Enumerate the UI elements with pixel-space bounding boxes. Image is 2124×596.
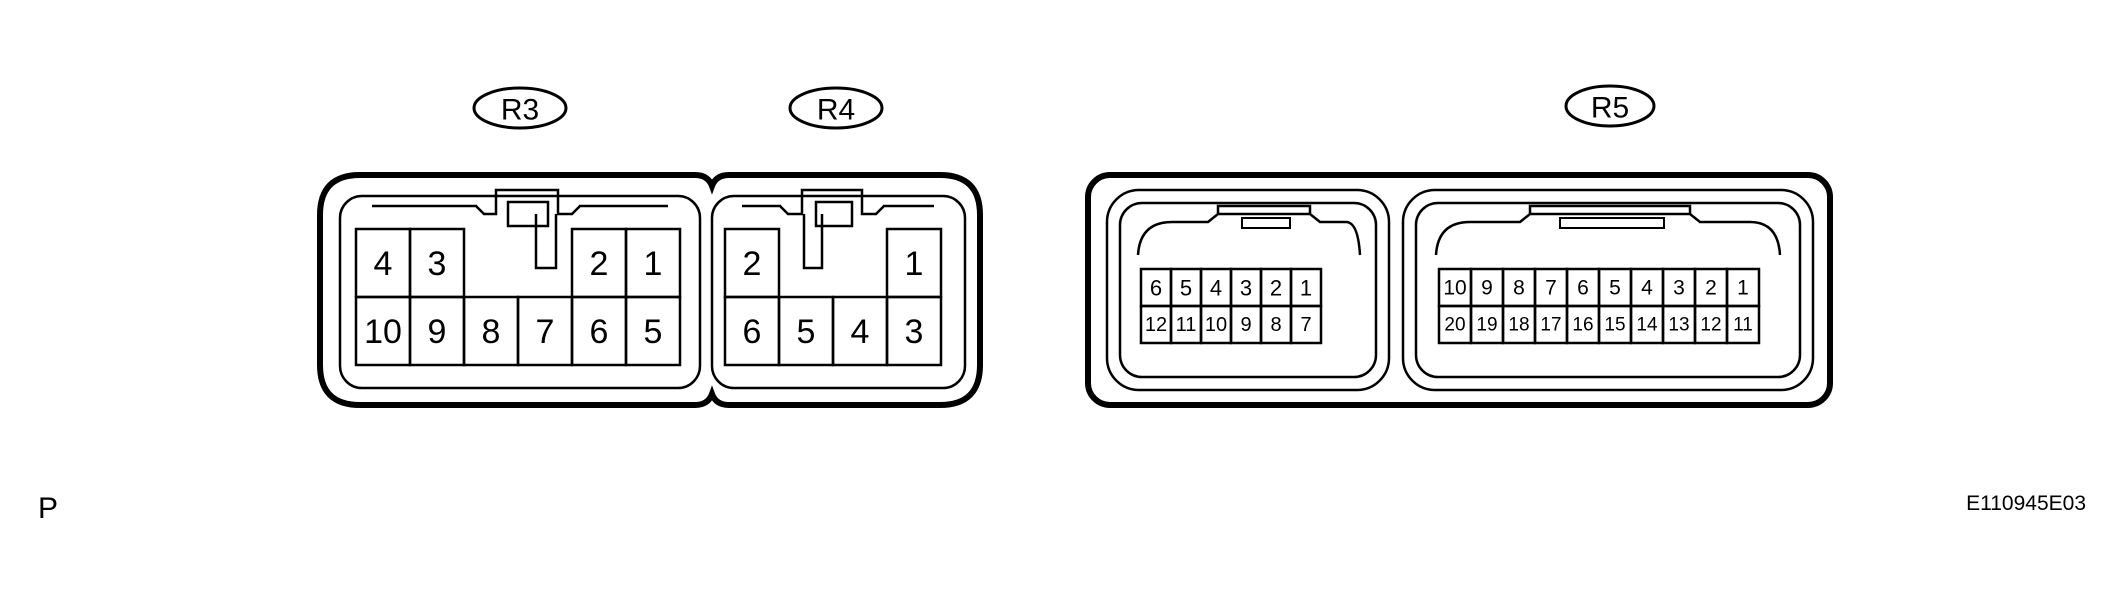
label-r3-text: R3 <box>501 94 539 127</box>
r4-pin-grid: 2 1 6 5 4 3 <box>723 227 943 367</box>
r3-pin: 9 <box>428 313 447 351</box>
r5b-pin: 6 <box>1577 277 1589 300</box>
r3-pin: 6 <box>590 313 609 351</box>
r5b-pin-grid: 10 9 8 7 6 5 4 3 2 1 20 19 18 17 16 15 1… <box>1437 267 1761 345</box>
r5b-pin: 14 <box>1636 315 1658 336</box>
r5b-pin: 4 <box>1641 277 1653 300</box>
r5b-pin: 13 <box>1668 315 1689 336</box>
r3-pin: 8 <box>482 313 501 351</box>
r5b-pin: 11 <box>1733 315 1753 336</box>
r3-pin: 4 <box>374 245 393 283</box>
view-mark: P <box>38 492 59 525</box>
r3-pin: 2 <box>590 245 609 283</box>
r5b-pin: 20 <box>1444 315 1465 336</box>
r5b-pin: 15 <box>1604 315 1625 336</box>
r4-pin: 4 <box>851 313 870 351</box>
r5a-pin: 8 <box>1270 314 1281 336</box>
r4-pin: 1 <box>905 245 924 283</box>
r3-r4-housing <box>317 172 983 408</box>
r5b-pin: 12 <box>1700 315 1721 336</box>
r5a-pin: 4 <box>1210 276 1222 301</box>
r5b-pin: 16 <box>1572 315 1593 336</box>
r3-pin: 3 <box>428 245 447 283</box>
r5b-pin: 3 <box>1673 277 1685 300</box>
label-r3: R3 <box>472 86 568 130</box>
r5a-pin: 3 <box>1240 276 1252 301</box>
label-r5: R5 <box>1564 84 1656 128</box>
r5a-pin: 1 <box>1300 276 1312 301</box>
r3-pin: 1 <box>644 245 663 283</box>
r5b-pin: 7 <box>1545 277 1557 300</box>
r5a-pin: 11 <box>1176 314 1197 336</box>
r4-pin: 5 <box>797 313 816 351</box>
r4-pin: 6 <box>743 313 762 351</box>
r3-pin-grid: 4 3 2 1 10 9 8 7 6 5 <box>354 227 682 367</box>
r5b-pin: 5 <box>1609 277 1621 300</box>
label-r4-text: R4 <box>817 94 855 127</box>
r5a-pin: 7 <box>1300 314 1311 336</box>
r3-pin: 7 <box>536 313 555 351</box>
r3-pin: 5 <box>644 313 663 351</box>
r5b-pin: 17 <box>1540 315 1561 336</box>
r5-housing <box>1085 172 1833 408</box>
r3-pin: 10 <box>364 313 402 351</box>
r5b-pin: 1 <box>1737 277 1749 300</box>
figure-code: E110945E03 <box>1966 492 2086 515</box>
r5a-pin: 6 <box>1150 276 1162 301</box>
r5a-pin: 12 <box>1145 314 1167 336</box>
r5a-pin: 5 <box>1180 276 1192 301</box>
r5a-pin-grid: 6 5 4 3 2 1 12 11 10 9 8 7 <box>1139 267 1323 345</box>
label-r5-text: R5 <box>1591 92 1629 125</box>
r5b-pin: 8 <box>1513 277 1525 300</box>
r5b-pin: 10 <box>1443 277 1466 300</box>
r5a-pin: 2 <box>1270 276 1282 301</box>
label-r4: R4 <box>788 86 884 130</box>
r5b-pin: 19 <box>1476 315 1497 336</box>
r5b-pin: 18 <box>1508 315 1529 336</box>
r5b-pin: 2 <box>1705 277 1717 300</box>
r5a-pin: 9 <box>1240 314 1251 336</box>
r4-pin: 2 <box>743 245 762 283</box>
r5b-pin: 9 <box>1481 277 1493 300</box>
r5a-pin: 10 <box>1205 314 1227 336</box>
r4-pin: 3 <box>905 313 924 351</box>
